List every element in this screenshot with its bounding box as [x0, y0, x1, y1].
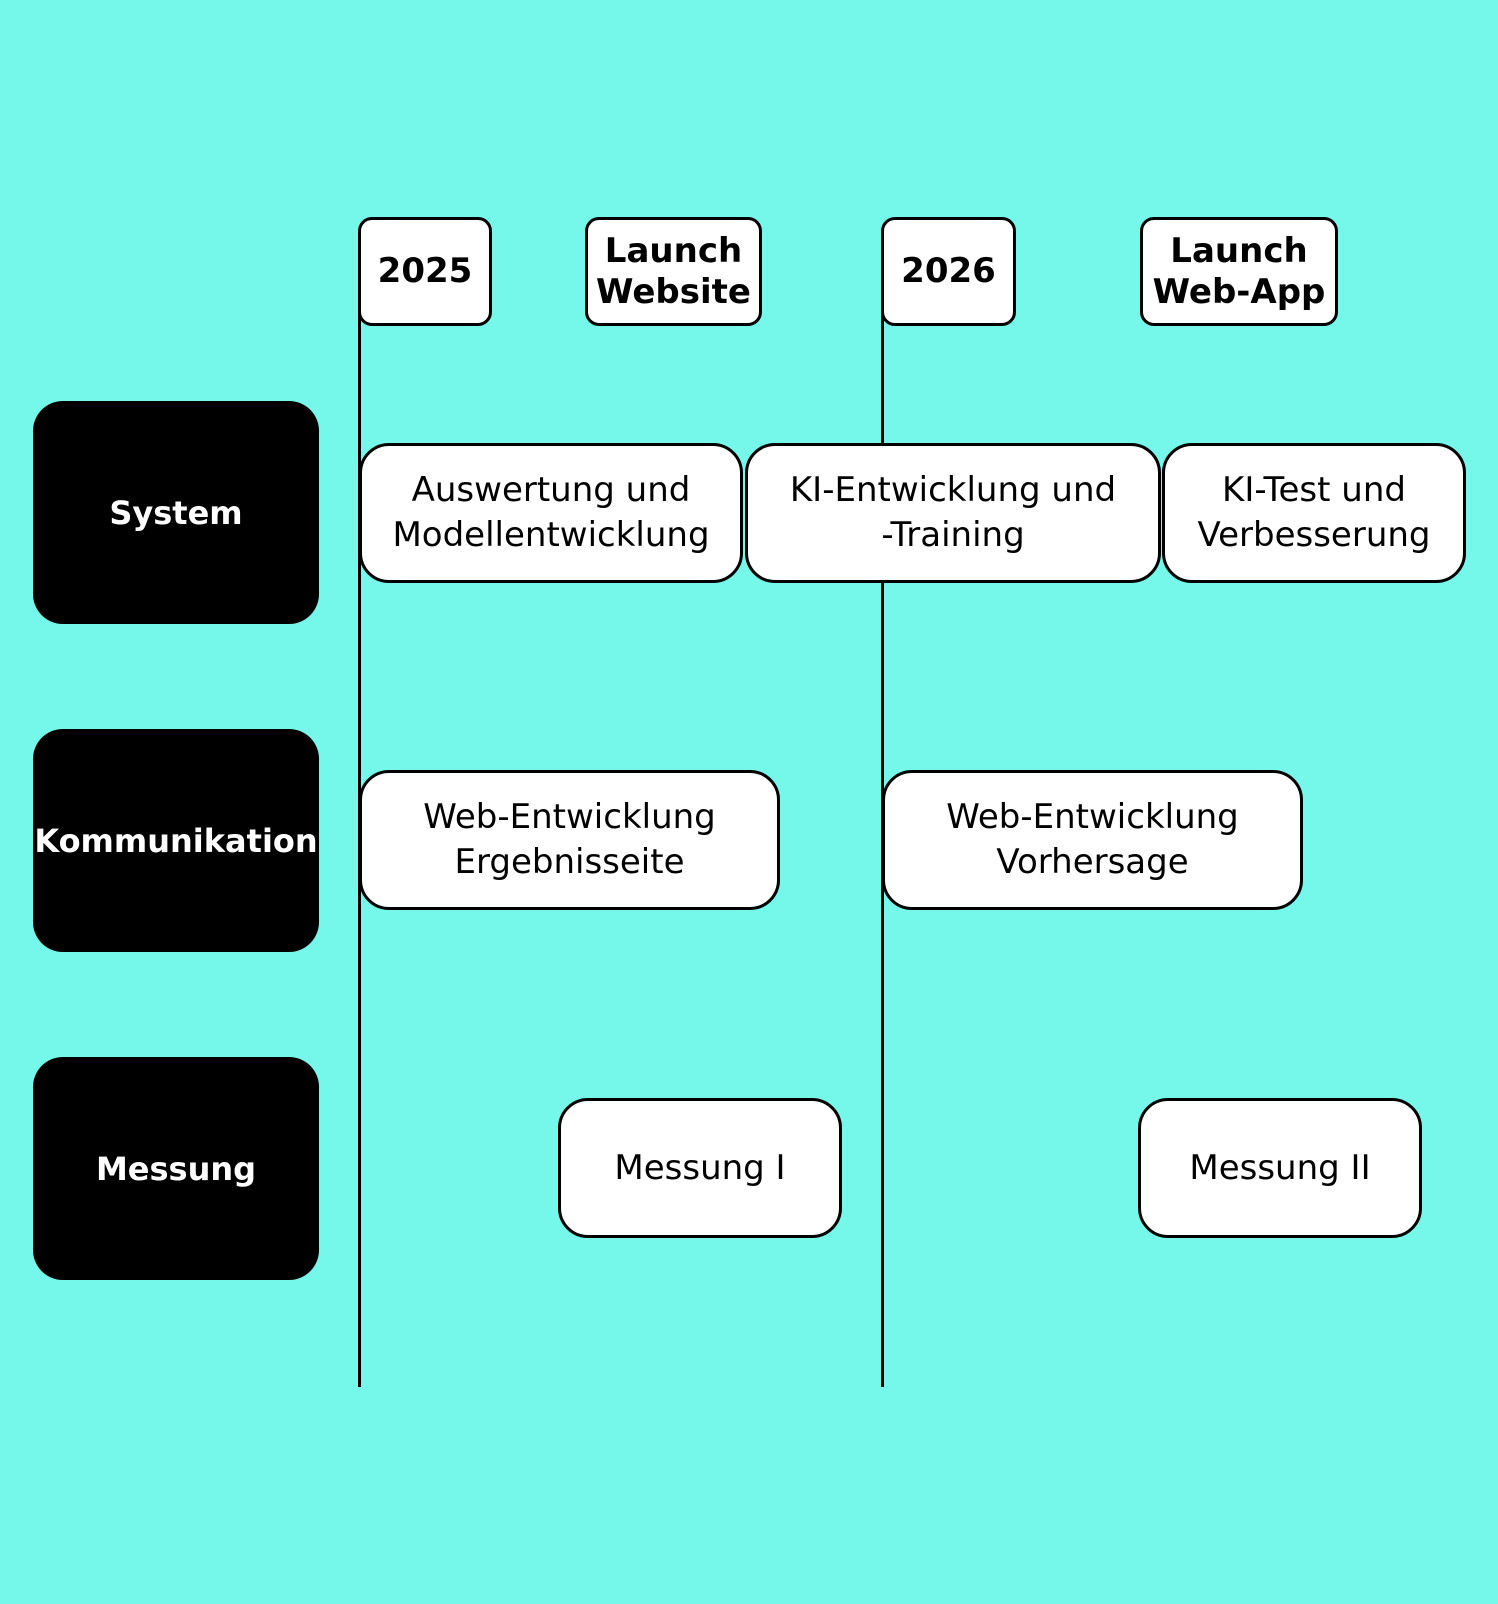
- row-label-kommunikation: Kommunikation: [33, 729, 319, 952]
- task-web-entwicklung-vorhersage: Web-Entwicklung Vorhersage: [882, 770, 1303, 910]
- task-ki-test-verbesserung: KI-Test und Verbesserung: [1162, 443, 1466, 583]
- row-label-messung: Messung: [33, 1057, 319, 1280]
- row-label-system: System: [33, 401, 319, 624]
- task-ki-entwicklung-training: KI-Entwicklung und -Training: [745, 443, 1161, 583]
- header-2026: 2026: [881, 217, 1016, 326]
- task-web-entwicklung-ergebnisseite: Web-Entwicklung Ergebnisseite: [359, 770, 780, 910]
- header-2025: 2025: [358, 217, 492, 326]
- header-launch-web-app: Launch Web-App: [1140, 217, 1338, 326]
- header-launch-website: Launch Website: [585, 217, 762, 326]
- task-messung-2: Messung II: [1138, 1098, 1422, 1238]
- task-auswertung-modellentwicklung: Auswertung und Modellentwicklung: [359, 443, 743, 583]
- task-messung-1: Messung I: [558, 1098, 842, 1238]
